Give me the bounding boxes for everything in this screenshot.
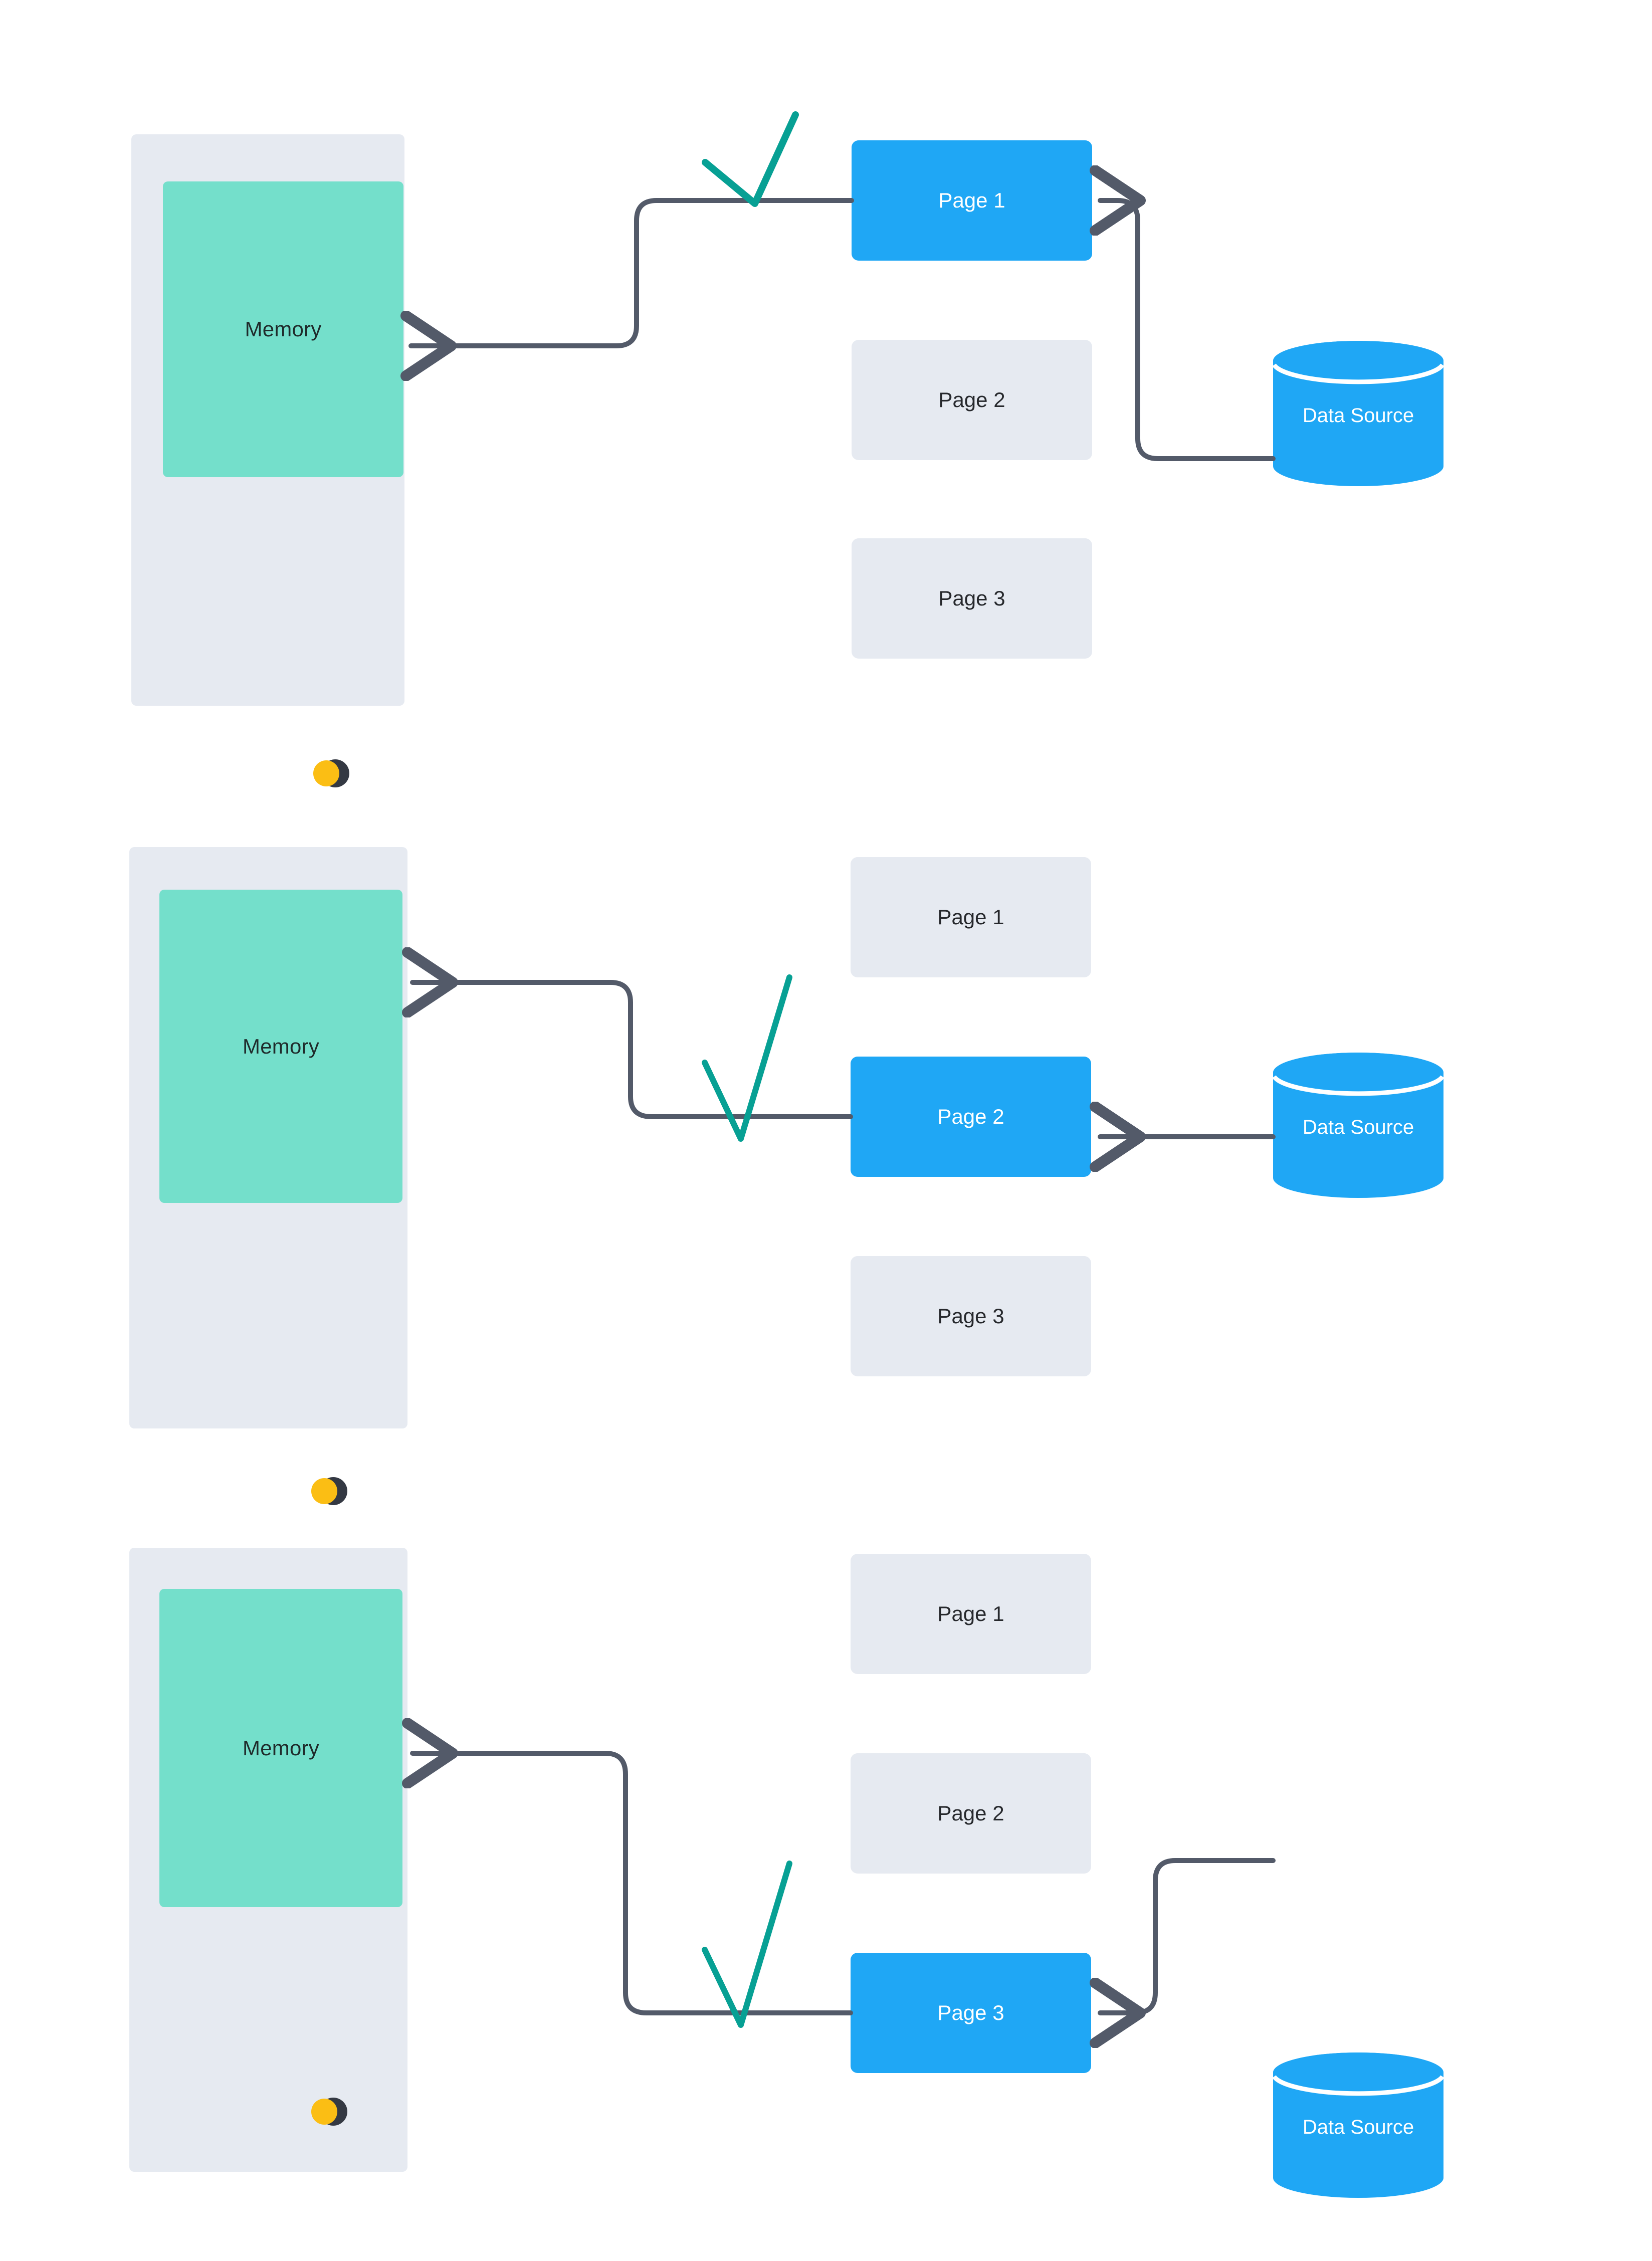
memory-panel: Memory [129,1548,407,2172]
data-source-node[interactable]: Data Source [1272,2052,1444,2198]
page-label: Page 1 [937,1602,1004,1625]
brand-logo-icon [311,1470,354,1512]
page-label: Page 2 [937,1105,1004,1128]
data-source-label: Data Source [1302,404,1414,427]
database-cylinder-icon [1272,1053,1444,1198]
memory-label: Memory [245,317,322,341]
brand-logo-icon [313,752,356,794]
page-label: Page 2 [937,1801,1004,1825]
data-source-node[interactable]: Data Source [1272,341,1444,486]
page-label: Page 3 [937,2001,1004,2024]
scenario-panel-2: Memory Page 1 Page 2 Page 3 Data Source [0,752,1652,1512]
page-box-1[interactable]: Page 1 [851,857,1091,977]
memory-block: Memory [159,890,402,1203]
memory-block: Memory [159,1589,402,1907]
memory-panel: Memory [129,847,407,1512]
page-box-3[interactable]: Page 3 [851,1953,1091,2073]
data-source-label: Data Source [1302,1116,1414,1138]
page-box-2[interactable]: Page 2 [851,1057,1091,1177]
page-box-1[interactable]: Page 1 [851,1554,1091,1674]
page-label: Page 1 [938,188,1005,212]
page-box-2[interactable]: Page 2 [852,340,1092,460]
page-box-3[interactable]: Page 3 [851,1256,1091,1376]
data-source-label: Data Source [1302,2116,1414,2138]
memory-block: Memory [163,181,403,477]
page-box-2[interactable]: Page 2 [851,1753,1091,1874]
scenario-panel-3: Memory Page 1 Page 2 Page 3 Data Source [0,1504,1652,2261]
data-source-node[interactable]: Data Source [1272,1053,1444,1198]
page-label: Page 3 [937,1304,1004,1328]
database-cylinder-icon [1272,341,1444,486]
page-box-3[interactable]: Page 3 [852,538,1092,659]
memory-panel: Memory [131,134,404,794]
memory-label: Memory [243,1736,319,1760]
page-label: Page 1 [937,905,1004,929]
database-cylinder-icon [1272,2052,1444,2198]
page-label: Page 2 [938,388,1005,412]
memory-label: Memory [243,1034,319,1058]
page-label: Page 3 [938,586,1005,610]
scenario-panel-1: Memory Page 1 Page 2 Page 3 [0,0,1652,794]
brand-logo-icon [311,2091,354,2133]
page-box-1[interactable]: Page 1 [852,140,1092,261]
